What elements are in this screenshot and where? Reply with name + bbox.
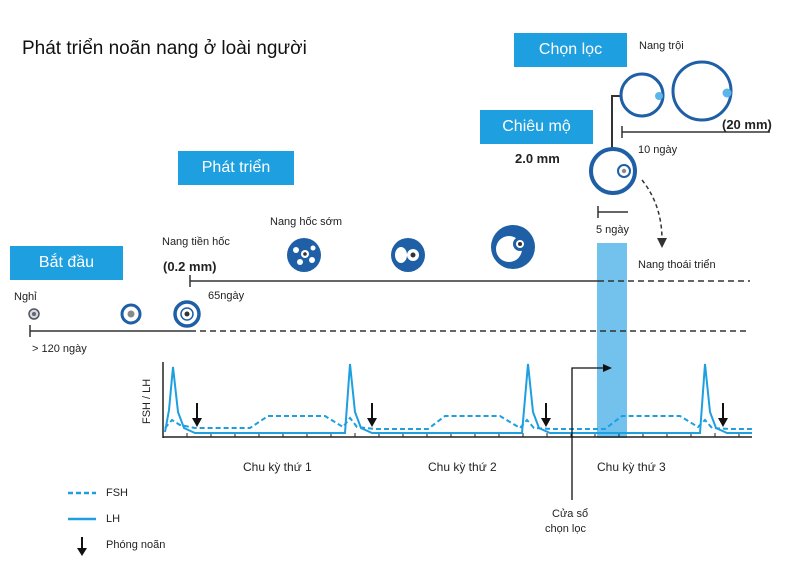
legend-ovulation-icon bbox=[77, 537, 87, 556]
follicle-dominant-large bbox=[671, 60, 733, 122]
cycle-label-1: Chu kỳ thứ 1 bbox=[243, 460, 312, 474]
label-days-10: 10 ngày bbox=[638, 144, 678, 156]
label-preantral: Nang tiền hốc bbox=[162, 236, 230, 248]
follicle-antral bbox=[491, 225, 535, 269]
stage-recruit: Chiêu mộ bbox=[480, 110, 593, 144]
lh-curve bbox=[164, 363, 752, 434]
legend-fsh-label: FSH bbox=[106, 487, 128, 499]
label-early-antral: Nang hốc sớm bbox=[270, 216, 343, 228]
follicle-dominant-small bbox=[619, 72, 665, 118]
legend-lh-label: LH bbox=[106, 513, 121, 525]
cycle-label-2: Chu kỳ thứ 2 bbox=[428, 460, 497, 474]
fsh-curve bbox=[164, 415, 752, 430]
label-days-65: 65ngày bbox=[208, 290, 245, 302]
follicle-rest bbox=[28, 308, 40, 320]
label-days-120: > 120 ngày bbox=[32, 343, 87, 355]
ovulation-arrow-4 bbox=[718, 403, 728, 427]
hormone-y-label: FSH / LH bbox=[141, 378, 153, 424]
selection-window-pointer bbox=[571, 367, 605, 500]
follicle-secondary bbox=[173, 300, 201, 328]
follicle-early-antral-2 bbox=[391, 238, 425, 272]
label-dominant: Nang trội bbox=[639, 40, 684, 52]
ovulation-arrow-2 bbox=[367, 403, 377, 427]
ovulation-arrow-1 bbox=[192, 403, 202, 427]
connector-to-dominant bbox=[611, 95, 622, 148]
selection-window-band bbox=[597, 243, 627, 438]
stage-growth: Phát triển bbox=[178, 151, 294, 185]
stage-start: Bắt đầu bbox=[10, 246, 123, 280]
label-size-preantral: (0.2 mm) bbox=[163, 259, 217, 274]
label-rest: Nghỉ bbox=[14, 291, 37, 303]
atresia-arrow bbox=[641, 179, 663, 241]
stage-select: Chọn lọc bbox=[514, 33, 627, 67]
selection-window-label-line2: chọn lọc bbox=[545, 523, 586, 535]
selection-window-pointer-head bbox=[603, 364, 612, 372]
label-size-recruit: 2.0 mm bbox=[515, 151, 560, 166]
follicle-primary bbox=[120, 303, 142, 325]
page-title: Phát triển noãn nang ở loài người bbox=[22, 38, 307, 59]
ovulation-arrow-3 bbox=[541, 403, 551, 427]
selection-window-label-line1: Cửa sổ bbox=[552, 508, 589, 520]
follicle-early-antral-1 bbox=[287, 238, 321, 272]
cycle-label-3: Chu kỳ thứ 3 bbox=[597, 460, 666, 474]
label-days-5: 5 ngày bbox=[596, 224, 630, 236]
legend-ovulation-label: Phóng noãn bbox=[106, 539, 166, 551]
atresia-arrowhead bbox=[657, 238, 667, 248]
follicle-recruited bbox=[589, 147, 637, 195]
label-size-dominant: (20 mm) bbox=[722, 117, 772, 132]
label-atretic: Nang thoái triển bbox=[638, 259, 716, 271]
